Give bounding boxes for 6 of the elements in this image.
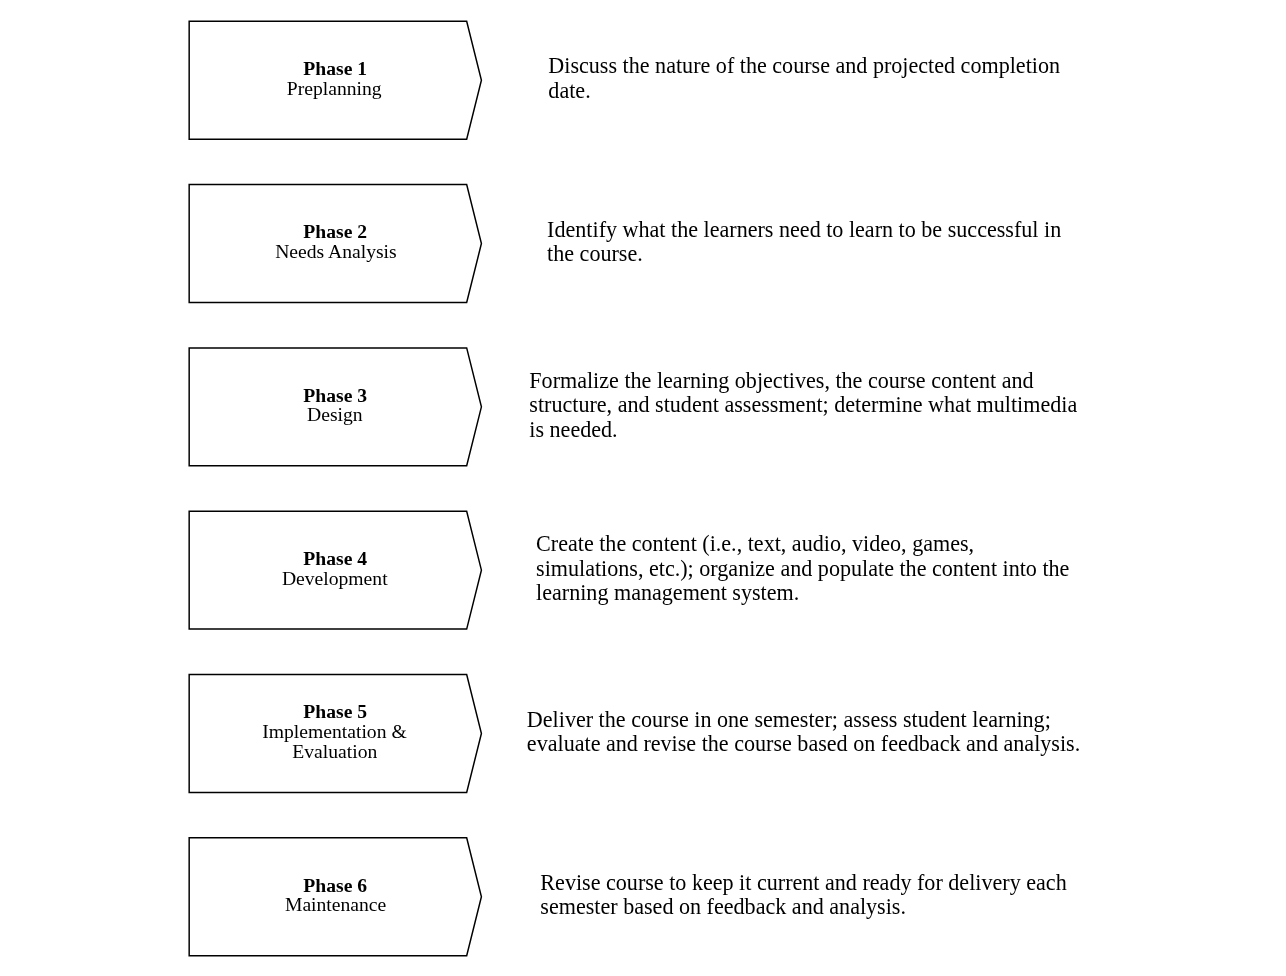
node-label: Discuss the nature of the course and projected completion date. [547, 52, 1060, 103]
node-label: Deliver the course in one semester; assess student learning; evaluate and revise the course based on feedback and analysis. [526, 706, 1080, 756]
node-label: Formalize the learning objectives, the course content and structure, and student assessment; determine what multimedia is needed. [528, 367, 1077, 442]
node-label: Identify what the learners need to learn to be successful in the course. [546, 216, 1061, 266]
node-label: Revise course to keep it current and ready for delivery each semester based on feedback and analysis. [539, 869, 1067, 919]
node-label: Create the content (i.e., text, audio, video, games, simulations, etc.); organize and populate the content into the learning management system. [535, 530, 1069, 605]
